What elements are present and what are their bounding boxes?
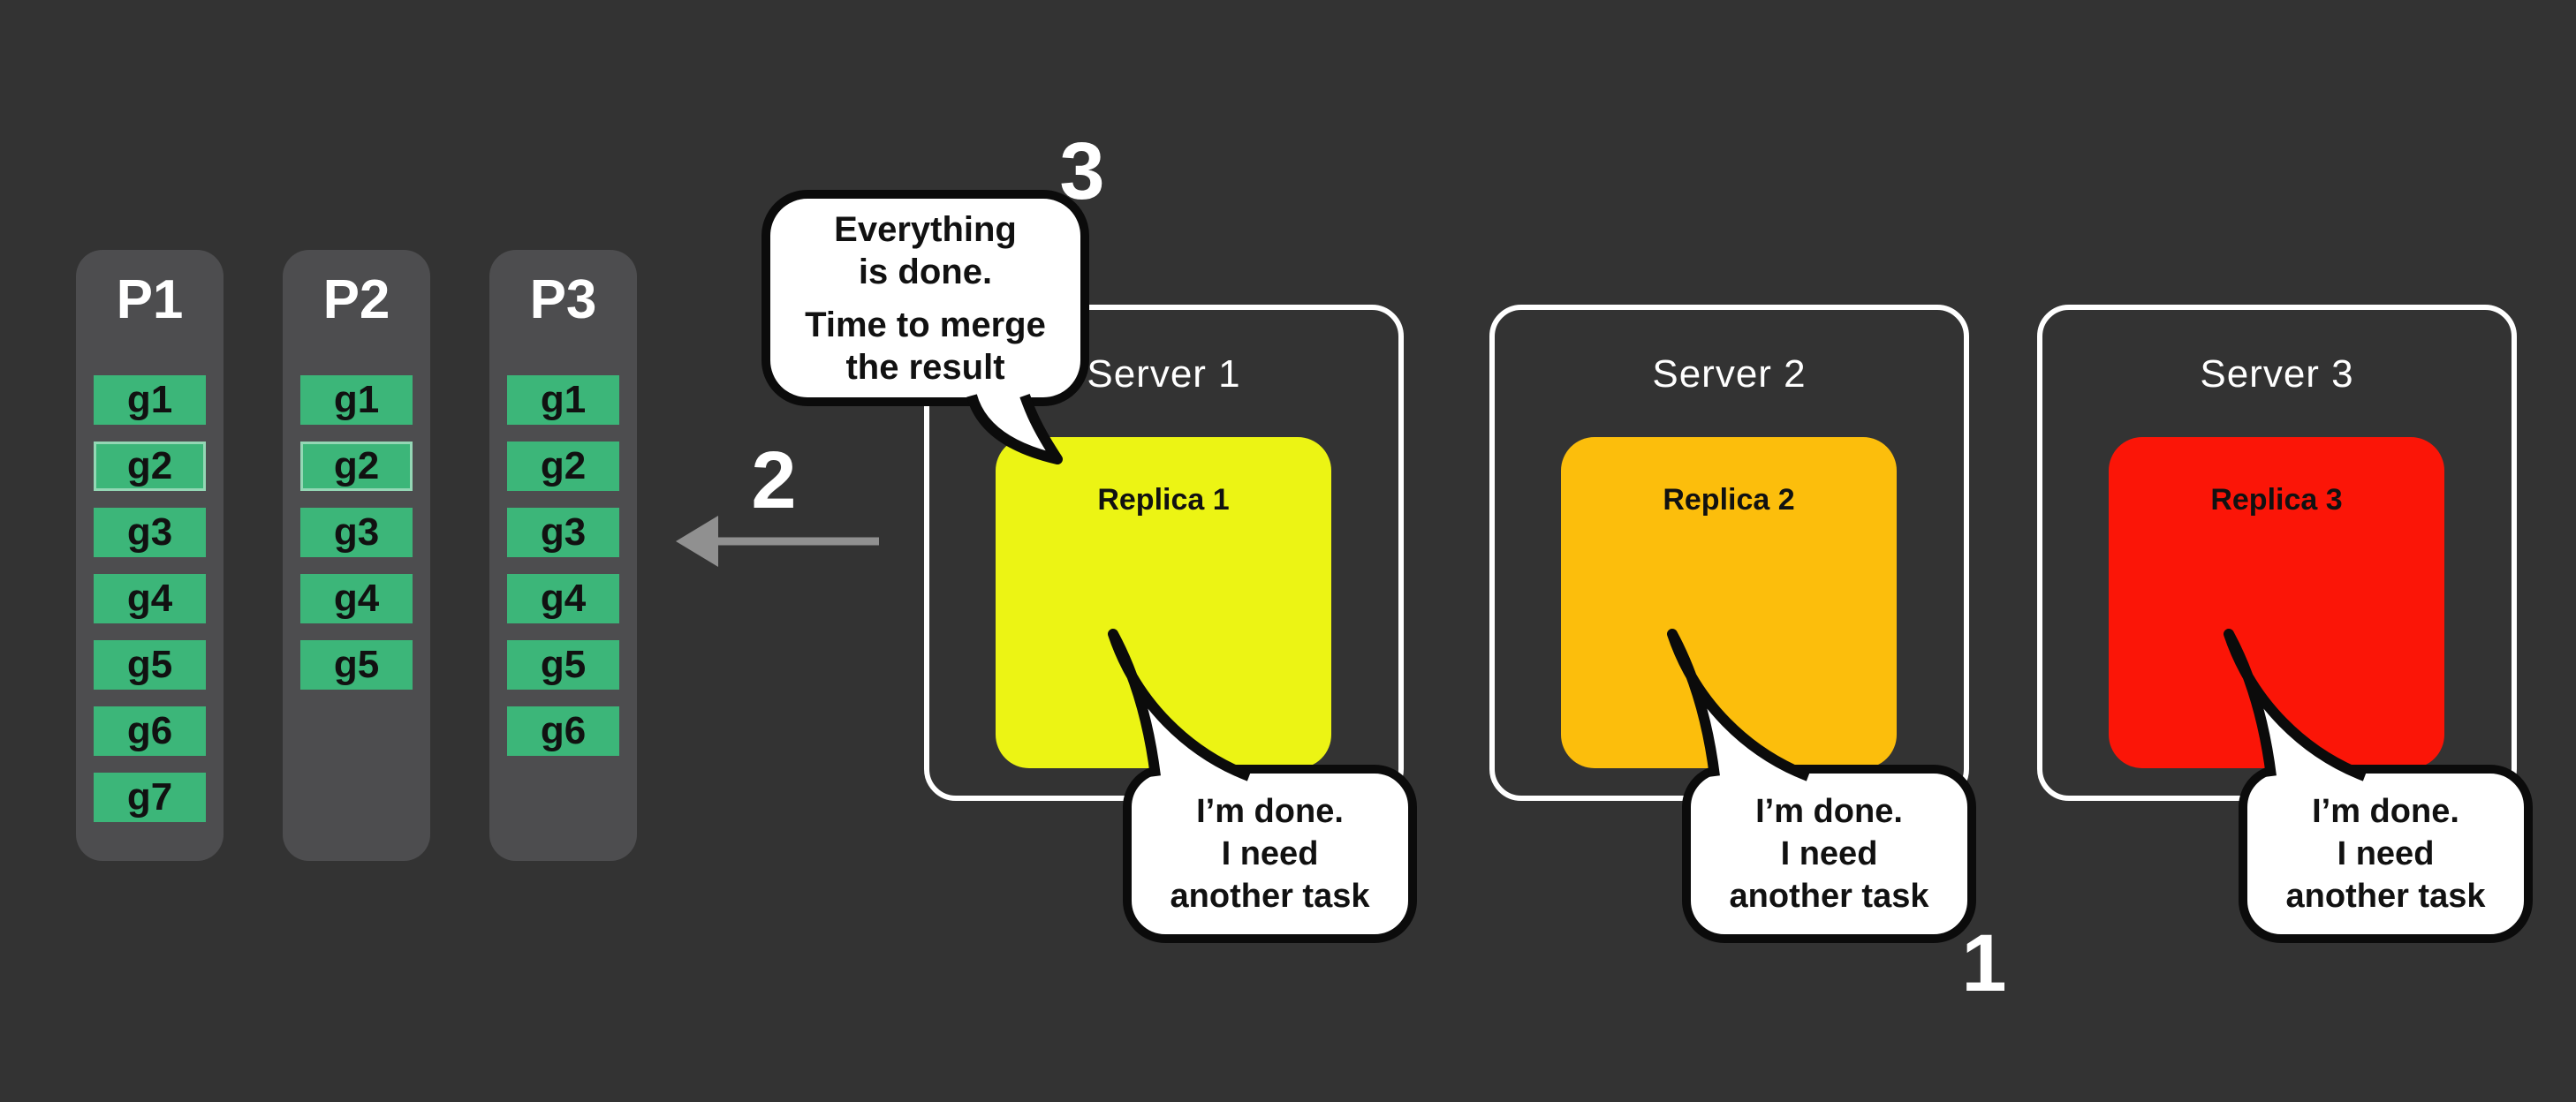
merge-bubble-line: Everything — [834, 209, 1017, 249]
partition-p1-title: P1 — [116, 269, 184, 330]
partition-p3-chips: g1 g2 g3 g4 g5 g6 — [507, 375, 619, 756]
task-bubble-line: I’m done. — [1196, 793, 1344, 830]
chip: g5 — [94, 640, 206, 690]
server-3-title: Server 3 — [2200, 352, 2354, 396]
task-bubble-line: I’m done. — [2312, 793, 2459, 830]
task-bubble-line: I need — [2337, 835, 2435, 872]
task-bubble-server-2: I’m done. I need another task — [1682, 765, 1976, 943]
partition-p3: P3 g1 g2 g3 g4 g5 g6 — [489, 250, 637, 861]
chip: g3 — [300, 508, 413, 557]
merge-bubble-line: Time to merge — [805, 305, 1046, 344]
chip: g1 — [94, 375, 206, 425]
task-bubble-line: I’m done. — [1755, 793, 1903, 830]
task-bubble-line: another task — [1729, 878, 1929, 915]
step-label-2: 2 — [751, 435, 797, 525]
task-bubble-tail-icon — [2224, 629, 2368, 781]
task-bubble-tail-icon — [1108, 629, 1252, 781]
step-label-3: 3 — [1059, 126, 1105, 216]
chip: g3 — [507, 508, 619, 557]
replica-3-title: Replica 3 — [2210, 483, 2343, 517]
task-bubble-line: I need — [1221, 835, 1319, 872]
merge-bubble: Everything is done. Time to merge the re… — [761, 190, 1089, 406]
server-2-title: Server 2 — [1652, 352, 1807, 396]
chip: g7 — [94, 773, 206, 822]
chip: g4 — [507, 574, 619, 623]
partition-p2: P2 g1 g2 g3 g4 g5 — [283, 250, 430, 861]
task-bubble-line: another task — [2285, 878, 2486, 915]
merge-bubble-tail-icon — [966, 393, 1063, 464]
chip: g2 — [94, 442, 206, 491]
chip: g2 — [507, 442, 619, 491]
chip: g6 — [94, 706, 206, 756]
step-label-1: 1 — [1961, 918, 2007, 1008]
chip: g6 — [507, 706, 619, 756]
replica-2-title: Replica 2 — [1663, 483, 1795, 517]
partition-p2-chips: g1 g2 g3 g4 g5 — [300, 375, 413, 690]
chip: g2 — [300, 442, 413, 491]
partition-p1-chips: g1 g2 g3 g4 g5 g6 g7 — [94, 375, 206, 822]
chip: g5 — [507, 640, 619, 690]
merge-arrow-icon — [676, 516, 879, 567]
task-bubble-server-1: I’m done. I need another task — [1123, 765, 1417, 943]
server-1-box: Server 1 Replica 1 — [924, 305, 1404, 801]
task-bubble-server-3: I’m done. I need another task — [2239, 765, 2533, 943]
task-bubble-line: I need — [1780, 835, 1878, 872]
server-1-title: Server 1 — [1087, 352, 1241, 396]
replica-2-box: Replica 2 — [1561, 437, 1897, 768]
replica-1-title: Replica 1 — [1097, 483, 1230, 517]
server-2-box: Server 2 Replica 2 — [1489, 305, 1969, 801]
chip: g5 — [300, 640, 413, 690]
partition-p3-title: P3 — [529, 269, 597, 330]
partition-p2-title: P2 — [322, 269, 390, 330]
chip: g4 — [300, 574, 413, 623]
task-bubble-line: another task — [1170, 878, 1370, 915]
merge-bubble-line: is done. — [858, 252, 993, 291]
chip: g1 — [300, 375, 413, 425]
partition-p1: P1 g1 g2 g3 g4 g5 g6 g7 — [76, 250, 224, 861]
chip: g1 — [507, 375, 619, 425]
task-bubble-tail-icon — [1667, 629, 1811, 781]
merge-bubble-line: the result — [845, 347, 1005, 387]
chip: g4 — [94, 574, 206, 623]
chip: g3 — [94, 508, 206, 557]
